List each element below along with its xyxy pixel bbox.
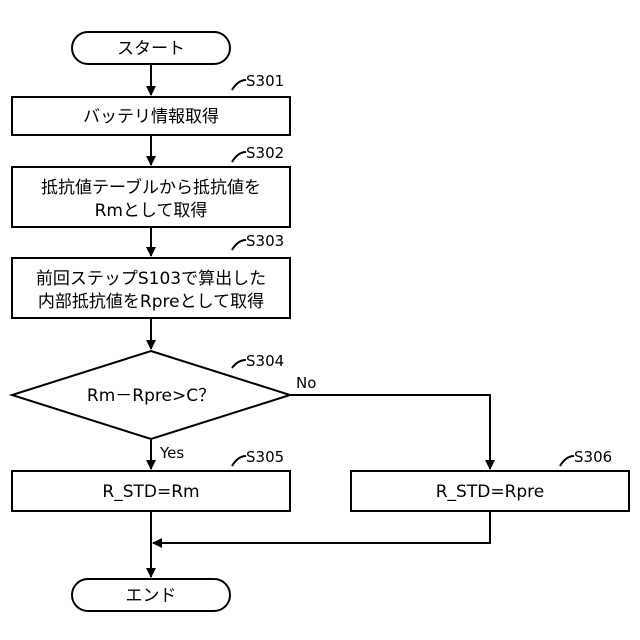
process-step-s302: 抵抗値テーブルから抵抗値を Rmとして取得 [12, 167, 290, 227]
step-s302-text-line2: Rmとして取得 [95, 201, 208, 221]
arrow-no-branch [290, 395, 490, 469]
step-s302-leader [232, 152, 246, 162]
step-s305-id: S305 [246, 448, 284, 466]
arrow-s306-merge [153, 511, 490, 543]
process-step-s303: 前回ステップS103で算出した 内部抵抗値をRpreとして取得 [12, 258, 290, 318]
step-s306-text: R_STD=Rpre [436, 482, 545, 502]
step-s303-leader [232, 240, 246, 250]
step-s304-id: S304 [246, 352, 284, 370]
step-s301-leader [232, 80, 246, 90]
start-label: スタート [117, 39, 185, 59]
step-s302-id: S302 [246, 144, 284, 162]
step-s303-text-line2: 内部抵抗値をRpreとして取得 [38, 292, 264, 312]
step-s303-id: S303 [246, 232, 284, 250]
step-s304-leader [232, 360, 246, 368]
process-step-s301: バッテリ情報取得 [12, 97, 290, 135]
decision-s304-text: Rm－Rpre>C？ [87, 386, 215, 406]
step-s306-id: S306 [574, 448, 612, 466]
start-terminal: スタート [72, 32, 230, 64]
branch-yes-label: Yes [159, 444, 184, 462]
step-s305-text: R_STD=Rm [102, 482, 199, 502]
step-s302-text-line1: 抵抗値テーブルから抵抗値を [41, 177, 261, 198]
end-label: エンド [126, 586, 177, 606]
step-s306-leader [560, 456, 574, 466]
process-step-s305: R_STD=Rm [12, 471, 290, 511]
step-s305-leader [232, 456, 246, 466]
branch-no-label: No [296, 374, 316, 392]
step-s301-id: S301 [246, 72, 284, 90]
step-s301-text: バッテリ情報取得 [83, 107, 219, 127]
step-s303-text-line1: 前回ステップS103で算出した [36, 269, 266, 289]
end-terminal: エンド [72, 579, 230, 611]
process-step-s306: R_STD=Rpre [351, 471, 629, 511]
